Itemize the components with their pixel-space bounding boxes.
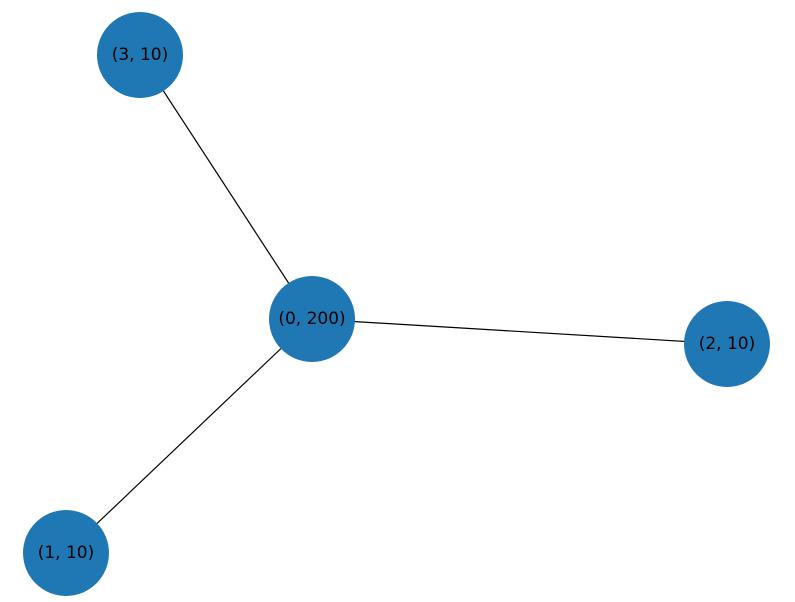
graph-node-3: (3, 10) [97, 12, 183, 98]
graph-node-2: (2, 10) [684, 301, 770, 387]
node-label: (3, 10) [112, 45, 169, 65]
node-circle [23, 510, 109, 596]
node-layer: (0, 200) (1, 10) (2, 10) (3, 10) [23, 12, 770, 596]
node-label: (2, 10) [699, 334, 756, 354]
node-label: (1, 10) [38, 543, 95, 563]
node-circle [269, 276, 355, 362]
graph-node-1: (1, 10) [23, 510, 109, 596]
node-circle [684, 301, 770, 387]
edge-0-1 [65, 318, 313, 554]
edge-0-2 [311, 318, 728, 345]
node-label: (0, 200) [278, 309, 345, 329]
edge-0-3 [139, 54, 313, 320]
edge-layer [65, 54, 728, 554]
graph-node-0: (0, 200) [269, 276, 355, 362]
node-circle [97, 12, 183, 98]
